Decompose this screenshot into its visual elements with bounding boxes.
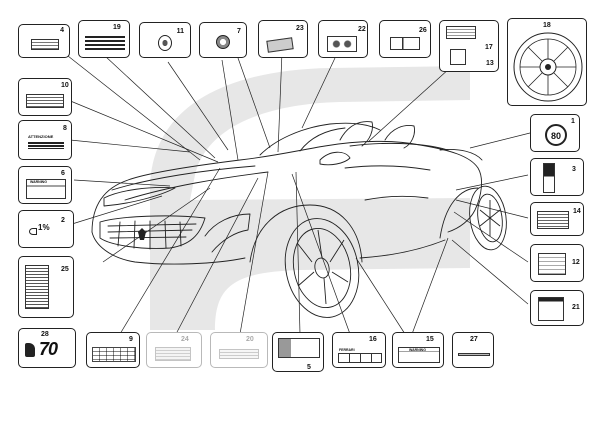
- label-box-11[interactable]: 11: [139, 22, 191, 58]
- callout-number: 5: [307, 364, 311, 371]
- headlight-icon: [29, 228, 37, 235]
- sticker-graphic: ATTENZIONE: [28, 134, 64, 152]
- warning-text: WARNING: [30, 180, 47, 184]
- fuel-cap-icon: [216, 35, 230, 49]
- callout-number: 6: [61, 170, 65, 177]
- label-box-10[interactable]: 10: [18, 78, 72, 116]
- callout-number: 17: [485, 44, 493, 51]
- label-box-17-13[interactable]: 17 13: [439, 20, 499, 72]
- leader-lines: [67, 51, 531, 335]
- callout-number: 12: [572, 259, 580, 266]
- label-box-19[interactable]: 19: [78, 20, 130, 58]
- sticker-graphic: [537, 211, 569, 229]
- ferrari-text: FERRARI: [339, 348, 355, 352]
- label-box-9[interactable]: 9: [86, 332, 140, 368]
- label-box-18[interactable]: 18: [507, 18, 587, 106]
- callout-number: 28: [41, 331, 49, 338]
- label-box-6[interactable]: 6 WARNING: [18, 166, 72, 204]
- sticker-graphic: [390, 37, 420, 50]
- callout-number: 21: [572, 304, 580, 311]
- callout-number: 4: [60, 27, 64, 34]
- callout-number: 16: [369, 336, 377, 343]
- label-box-14[interactable]: 14: [530, 202, 584, 236]
- sticker-graphic: [543, 163, 555, 193]
- callout-number: 14: [573, 208, 581, 215]
- sticker-graphic: [26, 94, 64, 108]
- emblem-icon: [158, 35, 172, 51]
- sticker-graphic: [92, 347, 136, 362]
- sticker-graphic: [338, 353, 382, 363]
- callout-number: 22: [358, 26, 366, 33]
- sticker-graphic: WARNING: [398, 347, 440, 363]
- sticker-graphic: [85, 34, 125, 52]
- callout-number: 19: [113, 24, 121, 31]
- label-box-3[interactable]: 3: [530, 158, 584, 196]
- background-swoosh: [150, 66, 470, 330]
- callout-number: 11: [176, 28, 184, 35]
- label-box-4[interactable]: 4: [18, 24, 70, 58]
- label-box-2[interactable]: 2 1%: [18, 210, 74, 248]
- horse-logo-icon: [25, 343, 35, 357]
- label-box-15[interactable]: 15 WARNING: [392, 332, 444, 368]
- callout-number: 8: [63, 125, 67, 132]
- car-outline: [91, 121, 483, 265]
- attention-text: ATTENZIONE: [28, 134, 54, 139]
- sticker-graphic: [266, 37, 294, 53]
- callout-number: 26: [419, 27, 427, 34]
- callout-number: 15: [426, 336, 434, 343]
- sticker-graphic: [219, 349, 259, 359]
- warning-text: WARNING: [409, 348, 426, 352]
- sticker-graphic: WARNING: [26, 179, 66, 199]
- sticker-graphic: [446, 26, 476, 39]
- label-box-12[interactable]: 12: [530, 244, 584, 282]
- grille-emblem: [138, 228, 146, 240]
- label-box-20[interactable]: 20: [210, 332, 268, 368]
- label-box-7[interactable]: 7: [199, 22, 247, 58]
- sticker-graphic: [25, 265, 49, 309]
- trim-strip-graphic: [458, 353, 490, 356]
- label-box-8[interactable]: 8 ATTENZIONE: [18, 120, 72, 160]
- callout-number: 3: [572, 166, 576, 173]
- rear-wheel: [469, 185, 507, 251]
- label-box-21[interactable]: 21: [530, 290, 584, 326]
- anniversary-logo: 70: [39, 339, 58, 359]
- sticker-graphic: [538, 253, 566, 275]
- callout-number: 24: [181, 336, 189, 343]
- headlight-percent: 1%: [38, 223, 50, 232]
- label-box-23[interactable]: 23: [258, 20, 308, 58]
- callout-number: 27: [470, 336, 478, 343]
- callout-number: 10: [61, 82, 69, 89]
- sticker-graphic: [31, 39, 59, 50]
- label-box-1[interactable]: 1 80: [530, 114, 580, 152]
- sticker-graphic: [327, 36, 357, 52]
- label-box-22[interactable]: 22: [318, 20, 368, 58]
- callout-number: 2: [61, 217, 65, 224]
- callout-number: 13: [486, 60, 494, 67]
- callout-number: 18: [543, 22, 551, 29]
- label-box-24[interactable]: 24: [146, 332, 202, 368]
- callout-number: 1: [571, 118, 575, 125]
- callout-number: 7: [237, 28, 241, 35]
- label-box-5[interactable]: 5: [272, 332, 324, 372]
- wheel-icon: [513, 32, 583, 102]
- fuel-label-icon: [450, 49, 466, 65]
- label-box-27[interactable]: 27: [452, 332, 494, 368]
- sticker-graphic: [278, 338, 320, 358]
- sticker-graphic: [538, 297, 564, 321]
- label-box-26[interactable]: 26: [379, 20, 431, 58]
- callout-number: 23: [296, 25, 304, 32]
- callout-number: 9: [129, 336, 133, 343]
- sticker-graphic: [155, 347, 191, 361]
- label-box-28[interactable]: 28 70: [18, 328, 76, 368]
- label-box-16[interactable]: 16 FERRARI: [332, 332, 386, 368]
- callout-number: 25: [61, 266, 69, 273]
- speed-limit-icon: 80: [545, 124, 567, 146]
- label-box-25[interactable]: 25: [18, 256, 74, 318]
- callout-number: 20: [246, 336, 254, 343]
